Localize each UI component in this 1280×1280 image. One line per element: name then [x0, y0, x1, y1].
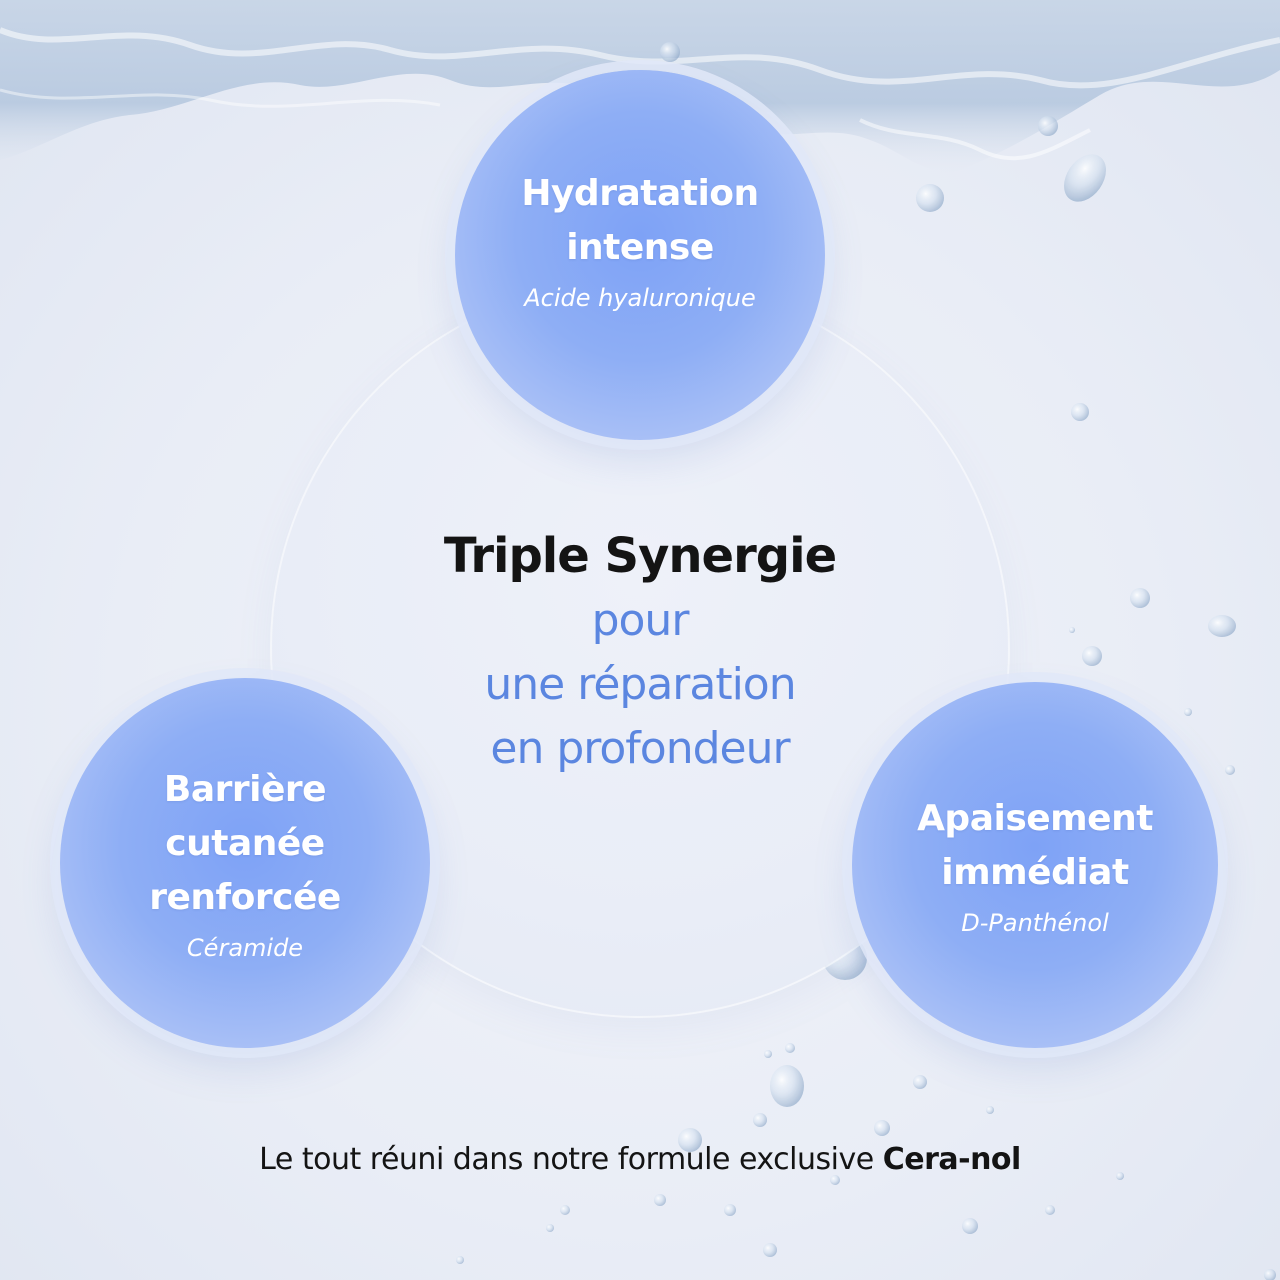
- center-headline: Triple Synergie pour une réparation en p…: [340, 530, 940, 781]
- benefit-ingredient: Acide hyaluronique: [524, 284, 756, 312]
- benefit-title-line: Apaisement: [917, 798, 1153, 839]
- benefit-title-line: immédiat: [941, 852, 1129, 893]
- benefit-title-line: renforcée: [149, 877, 341, 918]
- footer-brand: Cera-nol: [882, 1142, 1022, 1177]
- water-highlight: [0, 27, 1280, 89]
- benefit-title-line: intense: [566, 227, 714, 268]
- headline-line-2: une réparation: [484, 658, 796, 710]
- footer-text: Le tout réuni dans notre formule exclusi…: [259, 1142, 883, 1177]
- headline-line-3: en profondeur: [490, 722, 790, 774]
- benefit-ingredient: Céramide: [186, 934, 304, 962]
- benefit-title-line: Hydratation: [521, 173, 759, 214]
- benefit-bubble-hydration: Hydratation intense Acide hyaluronique: [455, 70, 825, 440]
- footer-tagline: Le tout réuni dans notre formule exclusi…: [0, 1138, 1280, 1182]
- benefit-title-line: cutanée: [165, 823, 325, 864]
- benefit-bubble-soothing: Apaisement immédiat D-Panthénol: [852, 682, 1218, 1048]
- headline-line-1: pour: [591, 594, 690, 646]
- benefit-bubble-barrier: Barrière cutanée renforcée Céramide: [60, 678, 430, 1048]
- benefit-title-line: Barrière: [163, 769, 327, 810]
- headline-title: Triple Synergie: [443, 528, 837, 584]
- benefit-ingredient: D-Panthénol: [961, 909, 1109, 937]
